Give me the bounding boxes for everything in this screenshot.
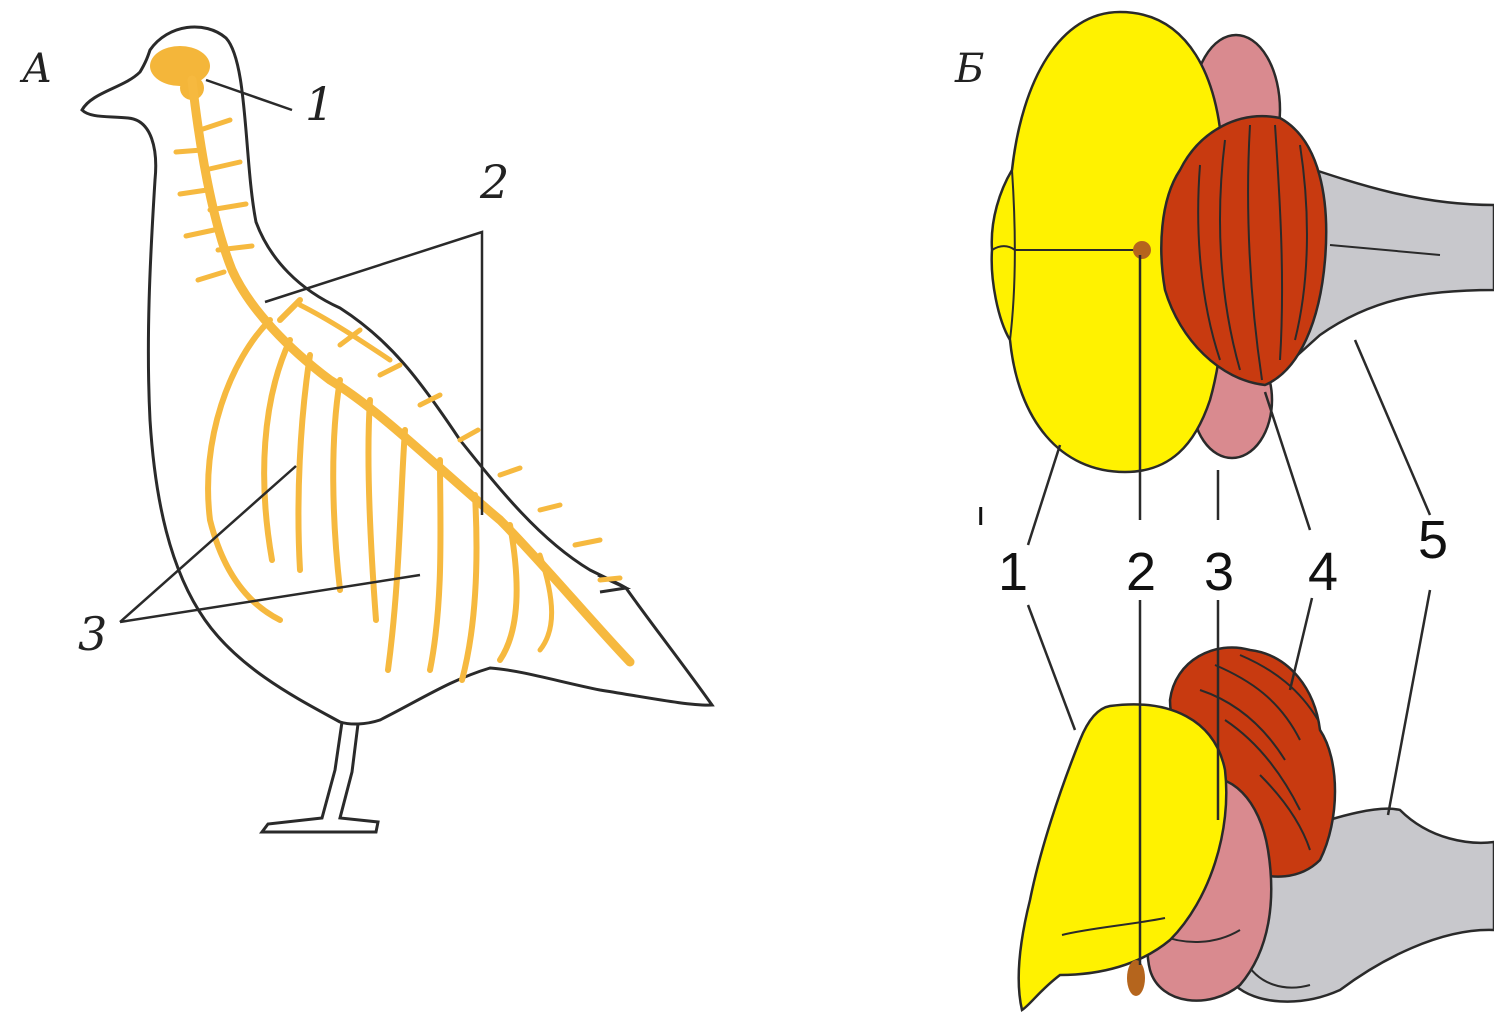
panel-a-label-1: 1 [305, 77, 334, 131]
panel-b-label-2: 2 [1126, 542, 1156, 602]
panel-b-stray-mark: ı [976, 495, 985, 533]
panel-b-label-4: 4 [1308, 542, 1338, 602]
bird-brain [150, 46, 210, 86]
panel-a-label-2: 2 [479, 155, 509, 209]
panel-a: А [19, 27, 712, 832]
pineal-side [1127, 960, 1145, 996]
panel-b: Б [954, 12, 1494, 1010]
panel-b-label-3: 3 [1204, 542, 1234, 602]
nerve-network [176, 80, 630, 680]
panel-b-label-1: 1 [998, 542, 1028, 602]
bird-outline [82, 27, 712, 724]
panel-b-label-5: 5 [1418, 510, 1448, 570]
bird-leg [262, 722, 378, 832]
brain-top-view [992, 12, 1494, 472]
panel-b-letter: Б [954, 46, 984, 92]
panel-a-label-3: 3 [78, 607, 107, 661]
pineal-dot-top [1133, 241, 1151, 259]
brain-side-view [1019, 647, 1494, 1010]
panel-a-letter: А [19, 46, 52, 92]
